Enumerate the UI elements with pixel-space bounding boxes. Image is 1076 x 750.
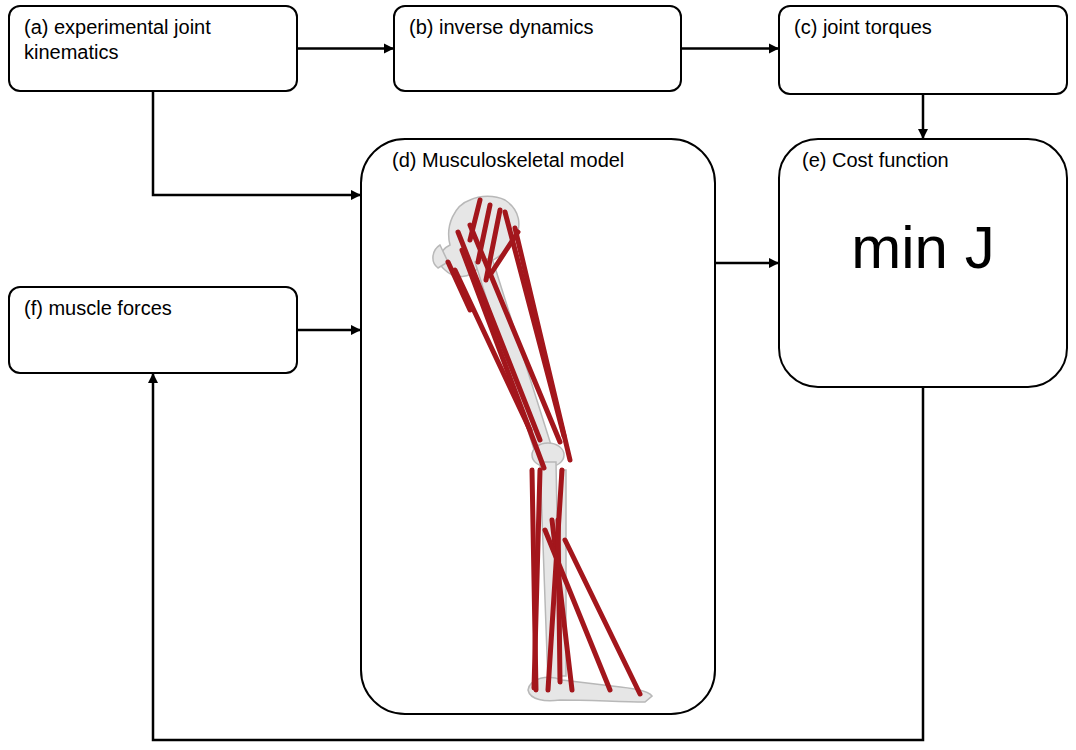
process-box: (a) experimental joint kinematics [8, 5, 298, 92]
node-label: (d) Musculoskeletal model [378, 140, 714, 173]
flow-arrow [922, 95, 925, 138]
process-box: (b) inverse dynamics [393, 5, 682, 92]
flow-arrow [153, 92, 360, 195]
node-label: (f) muscle forces [10, 288, 296, 321]
process-box: (f) muscle forces [8, 286, 298, 374]
muscles [448, 200, 640, 694]
flow-arrow [716, 262, 778, 265]
node-label: (a) experimental joint kinematics [10, 7, 296, 65]
node-label: (e) Cost function [780, 140, 1066, 173]
process-box: (c) joint torques [778, 5, 1068, 95]
bones [433, 196, 652, 702]
cost-formula: min J [780, 215, 1066, 281]
flow-arrow [298, 47, 393, 50]
node-label: (b) inverse dynamics [395, 7, 680, 40]
flow-arrow [298, 329, 360, 332]
flow-arrow [682, 47, 778, 50]
node-label: (c) joint torques [780, 7, 1066, 40]
model-box: (d) Musculoskeletal model [360, 138, 716, 715]
flow-arrow [153, 374, 923, 740]
cost-box: (e) Cost function min J [778, 138, 1068, 388]
